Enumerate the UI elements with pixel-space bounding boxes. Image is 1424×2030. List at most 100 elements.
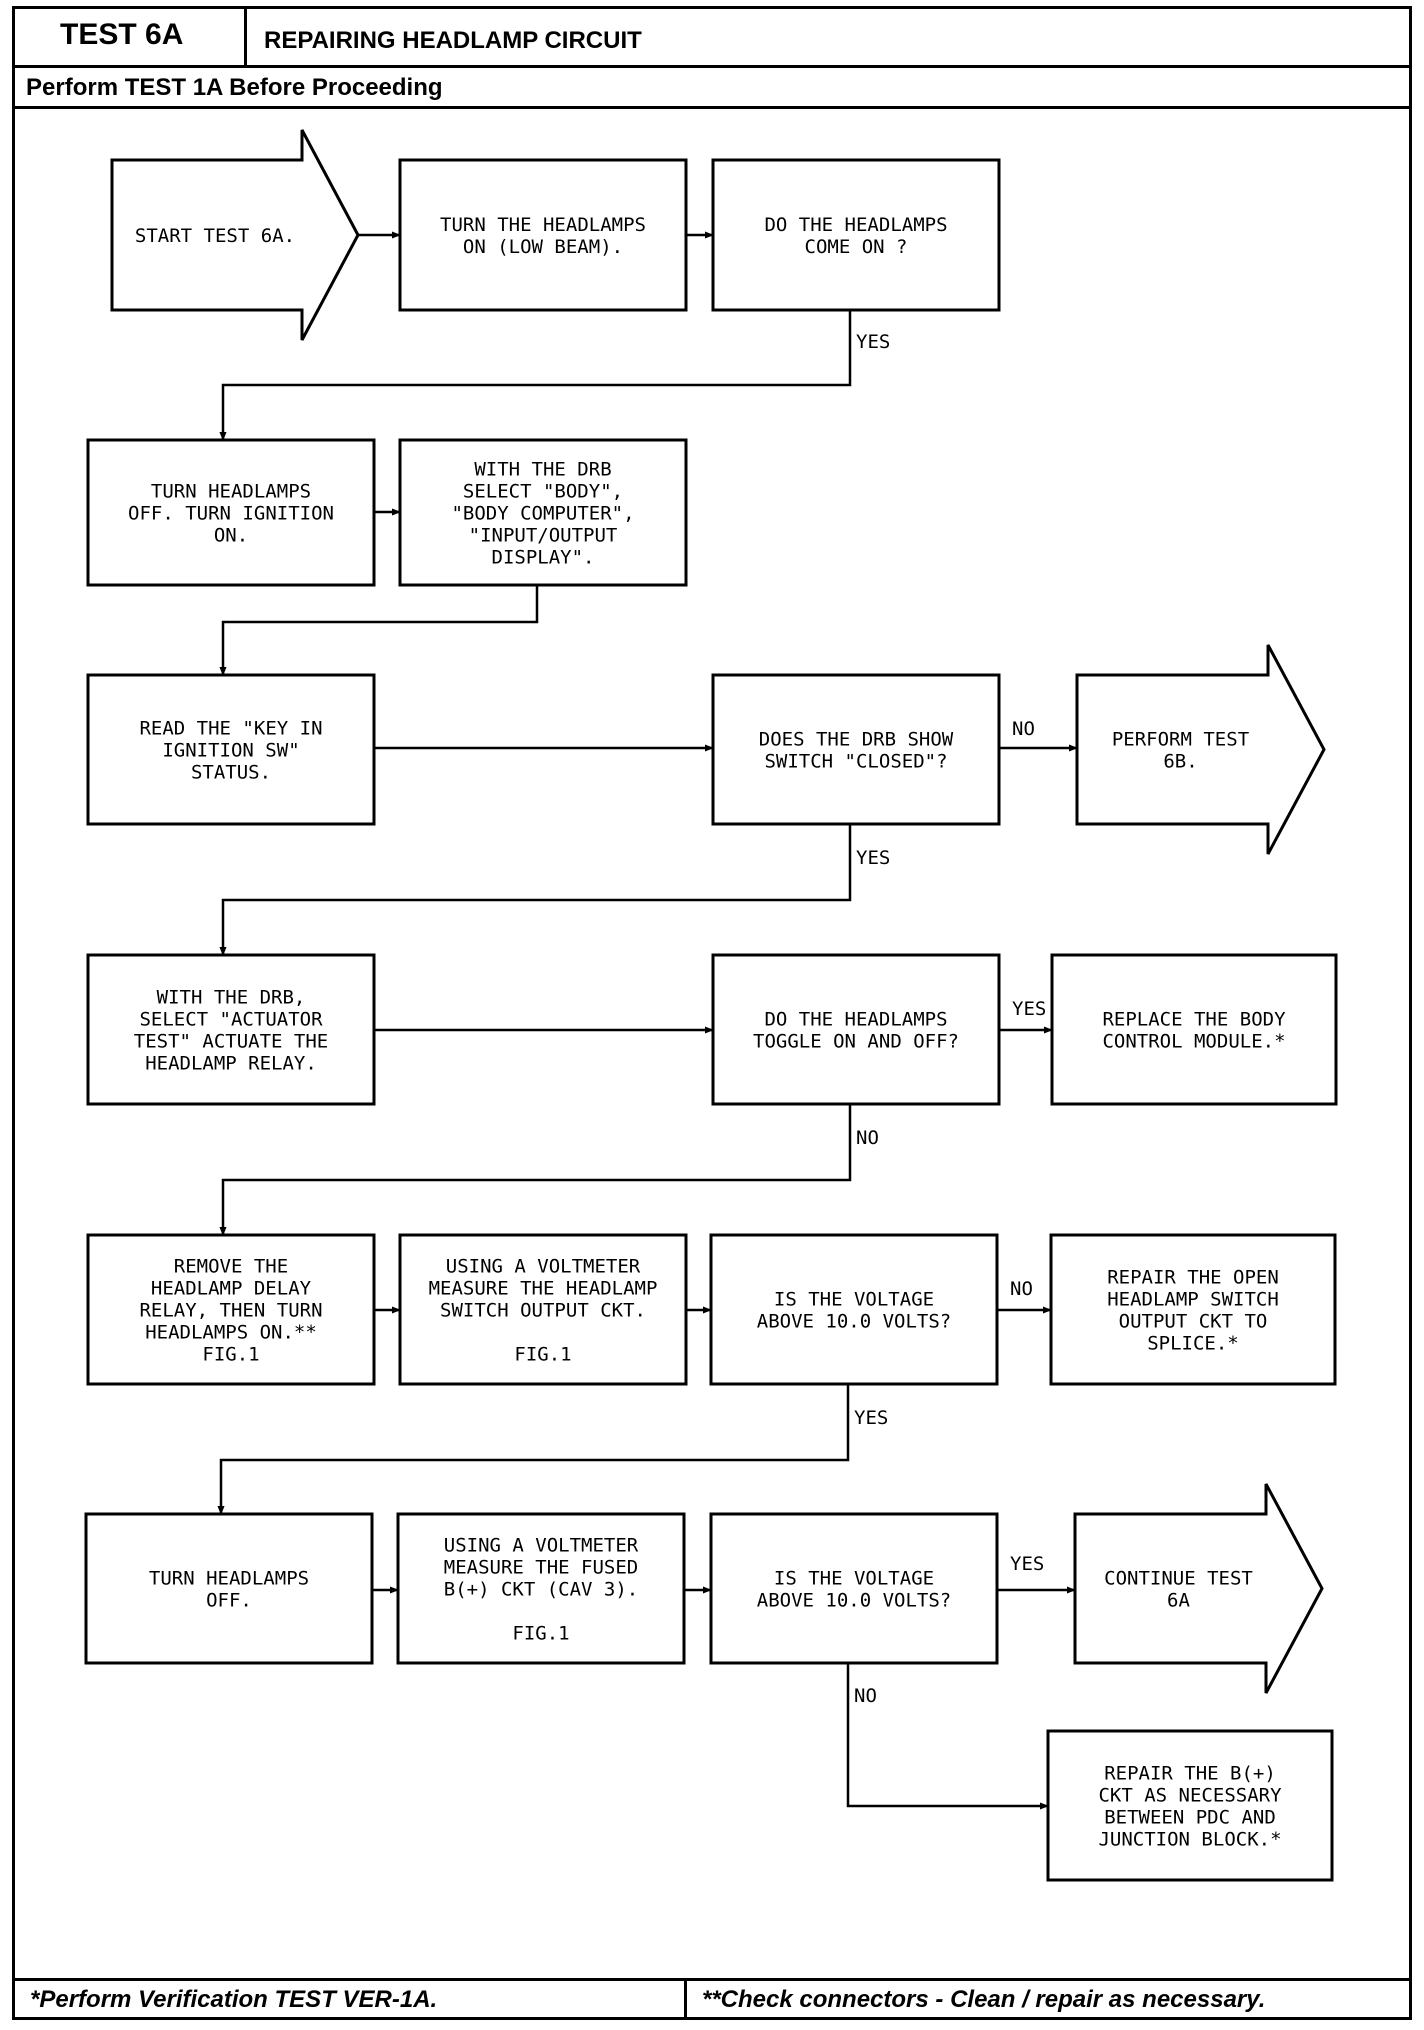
flow-node-start: START TEST 6A. <box>110 129 360 341</box>
node-text-line: ABOVE 10.0 VOLTS? <box>757 1590 951 1612</box>
box-shape <box>86 953 376 1106</box>
box-shape <box>398 158 688 312</box>
node-text-line: DOES THE DRB SHOW <box>759 729 954 751</box>
node-text-line: FIG.1 <box>514 1344 571 1366</box>
node-text-line: 6B. <box>1163 751 1197 773</box>
node-text-line: SWITCH "CLOSED"? <box>764 751 947 773</box>
node-text-line: "BODY COMPUTER", <box>451 503 634 525</box>
footer-divider <box>12 1978 1412 1981</box>
node-text-line: ON (LOW BEAM). <box>463 236 623 258</box>
edge-label-toggle-no: NO <box>856 1127 879 1149</box>
node-text-line: DO THE HEADLAMPS <box>764 1009 947 1031</box>
node-text-line: HEADLAMP DELAY <box>151 1278 312 1300</box>
edge-label-toggle-yes: YES <box>1012 998 1046 1020</box>
node-text-line: DO THE HEADLAMPS <box>764 214 947 236</box>
box-shape <box>709 1512 999 1665</box>
node-text-line: IS THE VOLTAGE <box>774 1289 934 1311</box>
node-text-line: FIG.1 <box>512 1623 569 1645</box>
node-text-line: IGNITION SW" <box>162 740 299 762</box>
test-id: TEST 6A <box>60 18 184 51</box>
node-text-line: TURN THE HEADLAMPS <box>440 214 646 236</box>
node-text-line: IS THE VOLTAGE <box>774 1568 934 1590</box>
node-text-line: PERFORM TEST <box>1112 729 1249 751</box>
node-text-line: BETWEEN PDC AND <box>1104 1807 1276 1829</box>
edge-label-volt2-no: NO <box>854 1685 877 1707</box>
node-text-line: TURN HEADLAMPS <box>151 481 311 503</box>
arrow-shape <box>1073 1483 1324 1694</box>
prerequisite-divider <box>12 106 1412 109</box>
node-text-line: MEASURE THE FUSED <box>444 1557 638 1579</box>
prerequisite-note: Perform TEST 1A Before Proceeding <box>26 74 443 101</box>
node-text-line: MEASURE THE HEADLAMP <box>429 1278 658 1300</box>
footer-split <box>684 1978 687 2020</box>
box-shape <box>711 673 1001 826</box>
node-text-line: WITH THE DRB, <box>157 987 306 1009</box>
node-text-line: CONTINUE TEST <box>1104 1568 1253 1590</box>
flow-connector <box>219 824 852 956</box>
page-title: REPAIRING HEADLAMP CIRCUIT <box>264 27 642 54</box>
edge-label-come-on-yes: YES <box>856 331 890 353</box>
box-shape <box>84 1512 374 1665</box>
node-text-line: SWITCH OUTPUT CKT. <box>440 1300 646 1322</box>
node-text-line: B(+) CKT (CAV 3). <box>444 1579 638 1601</box>
page-frame <box>12 6 1412 2020</box>
box-shape <box>86 673 376 826</box>
arrow-shape <box>110 129 360 341</box>
box-shape <box>396 1512 686 1665</box>
node-text-line: REPAIR THE B(+) <box>1104 1763 1276 1785</box>
node-text-line: SELECT "ACTUATOR <box>139 1009 323 1031</box>
edge-label-volt1-yes: YES <box>854 1407 888 1429</box>
node-text-line: 6A <box>1167 1590 1190 1612</box>
footer-left-note: *Perform Verification TEST VER-1A. <box>30 1986 438 2013</box>
node-text-line: OFF. TURN IGNITION <box>128 503 334 525</box>
box-shape <box>1049 1233 1337 1386</box>
edge-label-closed-yes: YES <box>856 847 890 869</box>
node-text-line: USING A VOLTMETER <box>446 1256 641 1278</box>
box-shape <box>86 438 376 587</box>
node-text-line: SELECT "BODY", <box>463 481 623 503</box>
node-text-line: CONTROL MODULE.* <box>1102 1031 1285 1053</box>
node-text-line: READ THE "KEY IN <box>139 718 322 740</box>
node-text-line: STATUS. <box>191 762 271 784</box>
flow-connector <box>219 310 852 441</box>
box-shape <box>711 953 1001 1106</box>
flow-connector <box>846 1663 1049 1810</box>
node-text-line: START TEST 6A. <box>135 225 295 247</box>
node-text-line: COME ON ? <box>805 236 908 258</box>
edge-label-closed-no: NO <box>1012 718 1035 740</box>
edge-label-volt1-no: NO <box>1010 1278 1033 1300</box>
header-divider <box>12 65 1412 68</box>
edge-label-volt2-yes: YES <box>1010 1553 1044 1575</box>
node-text-line: "INPUT/OUTPUT <box>469 525 618 547</box>
box-shape <box>711 158 1001 312</box>
box-shape <box>398 1233 688 1386</box>
node-text-line: SPLICE.* <box>1147 1333 1239 1355</box>
flow-connector <box>219 1104 852 1236</box>
node-text-line: REPLACE THE BODY <box>1102 1009 1286 1031</box>
node-text-line: ON. <box>214 525 248 547</box>
node-text-line: REMOVE THE <box>174 1256 288 1278</box>
node-text-line: OFF. <box>206 1590 252 1612</box>
node-text-line: ABOVE 10.0 VOLTS? <box>757 1311 951 1333</box>
flow-connector <box>217 1384 850 1515</box>
node-text-line: RELAY, THEN TURN <box>139 1300 322 1322</box>
flow-connector <box>219 585 539 676</box>
